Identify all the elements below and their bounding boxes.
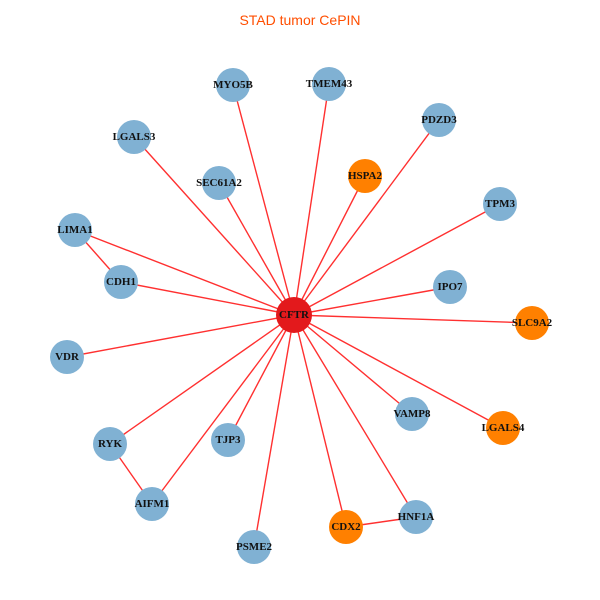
node-circle [104,265,138,299]
node-tpm3: TPM3 [483,187,517,221]
edge-cftr-tmem43 [293,83,330,316]
node-label: LGALS3 [113,131,156,143]
node-ryk: RYK [93,427,127,461]
node-pdzd3: PDZD3 [421,103,457,137]
node-circle [312,67,346,101]
node-psme2: PSME2 [236,530,273,564]
node-myo5b: MYO5B [213,68,254,102]
node-label: MYO5B [213,79,253,91]
edge-cftr-ryk [109,314,295,445]
node-label: IPO7 [437,281,463,293]
node-label: TMEM43 [306,78,353,90]
node-circle [276,297,312,333]
node-circle [399,500,433,534]
node-circle [237,530,271,564]
node-circle [395,397,429,431]
edge-cftr-tpm3 [293,203,501,316]
edge-cftr-sec61a2 [218,182,295,316]
edge-cftr-cdh1 [120,281,295,316]
node-circle [202,166,236,200]
edge-cftr-lima1 [74,229,295,316]
edge-cftr-cdx2 [293,314,347,528]
node-label: PDZD3 [421,114,457,126]
node-circle [422,103,456,137]
edge-cftr-ipo7 [293,286,451,316]
diagram-title: STAD tumor CePIN [239,12,361,28]
edge-cftr-vdr [66,314,295,358]
edge-cftr-tjp3 [227,314,295,441]
edge-cftr-lgals3 [133,136,295,316]
node-circle [58,213,92,247]
node-label: HSPA2 [348,170,383,182]
node-cftr: CFTR [276,297,312,333]
node-aifm1: AIFM1 [135,487,170,521]
node-lima1: LIMA1 [57,213,93,247]
node-label: RYK [98,438,123,450]
node-circle [515,306,549,340]
node-label: VAMP8 [393,408,431,420]
node-vdr: VDR [50,340,84,374]
node-circle [216,68,250,102]
node-label: VDR [55,351,80,363]
node-lgals3: LGALS3 [113,120,156,154]
node-label: TPM3 [485,198,515,210]
node-circle [348,159,382,193]
edge-cftr-pdzd3 [293,119,440,316]
edge-cftr-psme2 [253,314,295,548]
node-circle [117,120,151,154]
node-tmem43: TMEM43 [306,67,353,101]
node-label: CDH1 [106,276,136,288]
node-label: HNF1A [398,511,435,523]
node-circle [483,187,517,221]
edge-cftr-aifm1 [151,314,295,505]
node-label: PSME2 [236,541,273,553]
node-ipo7: IPO7 [433,270,467,304]
node-sec61a2: SEC61A2 [196,166,242,200]
edge-cftr-slc9a2 [293,314,533,324]
node-label: CDX2 [331,521,361,533]
node-label: SLC9A2 [512,317,553,329]
node-hnf1a: HNF1A [398,500,435,534]
node-label: CFTR [279,309,310,321]
node-circle [50,340,84,374]
node-hspa2: HSPA2 [348,159,383,193]
node-circle [135,487,169,521]
edge-cftr-myo5b [232,84,295,316]
edge-cftr-hspa2 [293,175,366,316]
edge-cftr-lgals4 [293,314,504,429]
node-label: AIFM1 [135,498,170,510]
edge-cftr-hnf1a [293,314,417,518]
node-circle [486,411,520,445]
node-circle [211,423,245,457]
node-tjp3: TJP3 [211,423,245,457]
node-cdh1: CDH1 [104,265,138,299]
node-label: TJP3 [215,434,241,446]
node-label: LIMA1 [57,224,92,236]
node-circle [329,510,363,544]
node-label: SEC61A2 [196,177,242,189]
node-cdx2: CDX2 [329,510,363,544]
node-slc9a2: SLC9A2 [512,306,553,340]
node-vamp8: VAMP8 [393,397,431,431]
node-circle [93,427,127,461]
node-lgals4: LGALS4 [482,411,525,445]
node-label: LGALS4 [482,422,525,434]
node-circle [433,270,467,304]
edge-cftr-vamp8 [293,314,413,415]
